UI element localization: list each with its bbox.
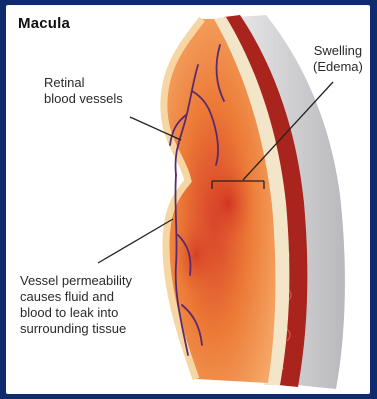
leakage-region (172, 213, 220, 297)
permeability-label-line: blood to leak into (20, 305, 132, 321)
retinal-vessels-label: Retinal blood vessels (44, 75, 123, 107)
diagram-title: Macula (18, 15, 70, 32)
swelling-label-line: (Edema) (313, 59, 363, 75)
permeability-label-line: surrounding tissue (20, 321, 132, 337)
swelling-label-line: Swelling (313, 43, 363, 59)
permeability-label: Vessel permeability causes fluid and blo… (20, 273, 132, 337)
permeability-label-line: Vessel permeability (20, 273, 132, 289)
swelling-label: Swelling (Edema) (313, 43, 363, 75)
retinal-vessels-label-line: blood vessels (44, 91, 123, 107)
permeability-label-line: causes fluid and (20, 289, 132, 305)
diagram-panel: Macula Retinal blood vessels Swelling (E… (6, 5, 370, 394)
retinal-vessels-label-line: Retinal (44, 75, 123, 91)
permeability-leader-line (98, 219, 173, 263)
